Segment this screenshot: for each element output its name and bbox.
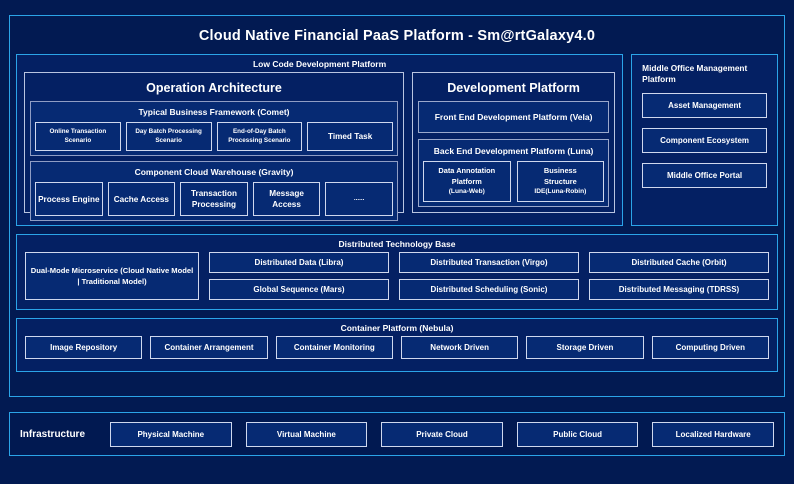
development-platform-title: Development Platform [447, 81, 580, 95]
dtb-cell[interactable]: Distributed Cache (Orbit) [589, 252, 769, 273]
infrastructure-item[interactable]: Physical Machine [110, 421, 232, 447]
front-end-label: Front End Development Platform (Vela) [434, 112, 593, 122]
gravity-item-more[interactable]: ...... [325, 182, 393, 217]
container-platform-item[interactable]: Container Monitoring [275, 336, 393, 359]
container-platform-item[interactable]: Image Repository [25, 336, 143, 359]
back-end-item[interactable]: Data Annotation Platform (Luna-Web) [423, 161, 511, 203]
low-code-inner: Operation Architecture Typical Business … [17, 72, 622, 222]
infrastructure-label: Infrastructure [20, 428, 86, 440]
frame-body: Low Code Development Platform Operation … [10, 54, 784, 378]
dtb-column: Distributed Cache (Orbit) Distributed Me… [589, 252, 769, 300]
low-code-development-platform-panel: Low Code Development Platform Operation … [16, 54, 624, 226]
dtb-column: Distributed Data (Libra) Global Sequence… [209, 252, 389, 300]
development-platform-panel: Development Platform Front End Developme… [412, 72, 616, 213]
operation-architecture-title: Operation Architecture [146, 81, 282, 95]
comet-item[interactable]: Timed Task [307, 122, 393, 151]
comet-item[interactable]: Online Transaction Scenario [35, 122, 121, 151]
dtb-cell[interactable]: Distributed Messaging (TDRSS) [589, 279, 769, 300]
distributed-technology-base-inner: Dual-Mode Microservice (Cloud Native Mod… [25, 252, 769, 300]
infrastructure-item[interactable]: Localized Hardware [652, 421, 774, 447]
middle-office-title: Middle Office Management Platform [642, 63, 748, 85]
gravity-item[interactable]: Transaction Processing [180, 182, 248, 217]
container-platform-item[interactable]: Storage Driven [526, 336, 644, 359]
back-end-item-line3: IDE(Luna-Robin) [534, 188, 587, 196]
infrastructure-item[interactable]: Private Cloud [381, 421, 503, 447]
distributed-technology-base-panel: Distributed Technology Base Dual-Mode Mi… [16, 234, 778, 310]
dtb-cell[interactable]: Distributed Scheduling (Sonic) [399, 279, 579, 300]
back-end-item-line1: Data Annotation [438, 166, 496, 175]
typical-business-framework-group: Typical Business Framework (Comet) Onlin… [30, 101, 398, 156]
back-end-development-platform: Back End Development Platform (Luna) Dat… [418, 139, 610, 208]
gravity-items: Process Engine Cache Access Transaction … [35, 182, 393, 217]
infrastructure-items: Physical Machine Virtual Machine Private… [110, 421, 774, 447]
back-end-item[interactable]: Business Structure IDE(Luna-Robin) [516, 161, 605, 203]
gravity-item[interactable]: Process Engine [35, 182, 103, 217]
back-end-item-line3: (Luna-Web) [448, 188, 485, 196]
container-platform-items: Image Repository Container Arrangement C… [25, 336, 769, 359]
gravity-title: Component Cloud Warehouse (Gravity) [134, 167, 294, 177]
distributed-technology-base-title: Distributed Technology Base [338, 239, 456, 249]
middle-office-management-platform-panel: Middle Office Management Platform Asset … [631, 54, 778, 226]
container-platform-item[interactable]: Computing Driven [651, 336, 769, 359]
dtb-cell[interactable]: Distributed Data (Libra) [209, 252, 389, 273]
middle-office-item[interactable]: Middle Office Portal [642, 163, 767, 189]
container-platform-item[interactable]: Container Arrangement [150, 336, 268, 359]
main-frame: Cloud Native Financial PaaS Platform - S… [9, 15, 785, 397]
back-end-item-line2: Platform [451, 176, 482, 186]
dtb-cell[interactable]: Global Sequence (Mars) [209, 279, 389, 300]
page-title: Cloud Native Financial PaaS Platform - S… [198, 28, 596, 44]
gravity-item[interactable]: Cache Access [107, 182, 176, 217]
infrastructure-panel: Infrastructure Physical Machine Virtual … [9, 412, 785, 456]
comet-items: Online Transaction Scenario Day Batch Pr… [35, 122, 393, 151]
container-platform-title: Container Platform (Nebula) [340, 323, 454, 333]
middle-office-items: Asset Management Component Ecosystem Mid… [632, 91, 777, 189]
infrastructure-item[interactable]: Virtual Machine [245, 421, 368, 447]
container-platform-item[interactable]: Network Driven [400, 336, 519, 359]
component-cloud-warehouse-group: Component Cloud Warehouse (Gravity) Proc… [30, 161, 398, 222]
front-end-development-platform[interactable]: Front End Development Platform (Vela) [418, 101, 610, 133]
back-end-item-line2: Structure [543, 176, 577, 186]
top-row: Low Code Development Platform Operation … [16, 54, 778, 226]
back-end-item-line1: Business [543, 166, 577, 175]
operation-architecture-panel: Operation Architecture Typical Business … [24, 72, 404, 222]
back-end-items: Data Annotation Platform (Luna-Web) Busi… [423, 161, 605, 203]
comet-item[interactable]: Day Batch Processing Scenario [125, 122, 212, 151]
dtb-cell[interactable]: Distributed Transaction (Virgo) [399, 252, 579, 273]
back-end-label: Back End Development Platform (Luna) [433, 146, 594, 156]
middle-office-item[interactable]: Asset Management [642, 93, 767, 119]
dual-mode-microservice-cell[interactable]: Dual-Mode Microservice (Cloud Native Mod… [25, 252, 199, 300]
gravity-item[interactable]: Message Access [252, 182, 321, 217]
comet-item[interactable]: End-of-Day Batch Processing Scenario [216, 122, 303, 151]
dtb-column: Distributed Transaction (Virgo) Distribu… [399, 252, 579, 300]
middle-office-item[interactable]: Component Ecosystem [642, 128, 767, 154]
container-platform-panel: Container Platform (Nebula) Image Reposi… [16, 318, 778, 372]
low-code-platform-title: Low Code Development Platform [252, 59, 387, 69]
infrastructure-item[interactable]: Public Cloud [516, 421, 639, 447]
comet-title: Typical Business Framework (Comet) [138, 107, 290, 117]
